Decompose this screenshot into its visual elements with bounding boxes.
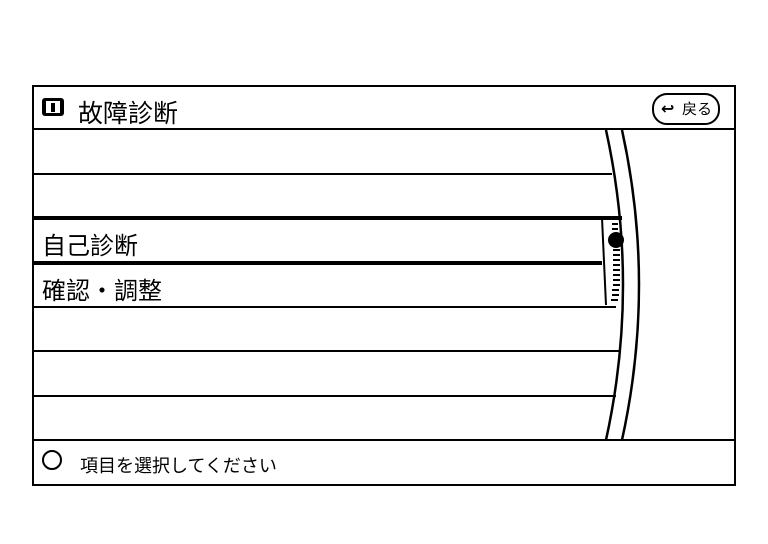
menu-item-check-adjust[interactable]: 確認・調整 xyxy=(42,271,162,306)
scroll-thumb xyxy=(608,232,624,248)
page-title: 故障診断 xyxy=(78,99,179,128)
menu-item-self-diagnosis[interactable]: 自己診断 xyxy=(42,226,138,261)
screen-frame xyxy=(32,85,736,486)
dial-icon xyxy=(42,450,62,470)
back-label: 戻る xyxy=(681,100,712,118)
footer-hint: 項目を選択してください xyxy=(80,456,277,477)
back-button[interactable]: ↩ 戻る xyxy=(652,93,720,125)
scrollbar[interactable] xyxy=(601,217,624,306)
info-icon xyxy=(42,98,64,116)
return-arrow-icon: ↩ xyxy=(661,99,675,118)
menu-item-label: 自己診断 xyxy=(42,232,138,260)
menu-item-label: 確認・調整 xyxy=(42,277,162,305)
